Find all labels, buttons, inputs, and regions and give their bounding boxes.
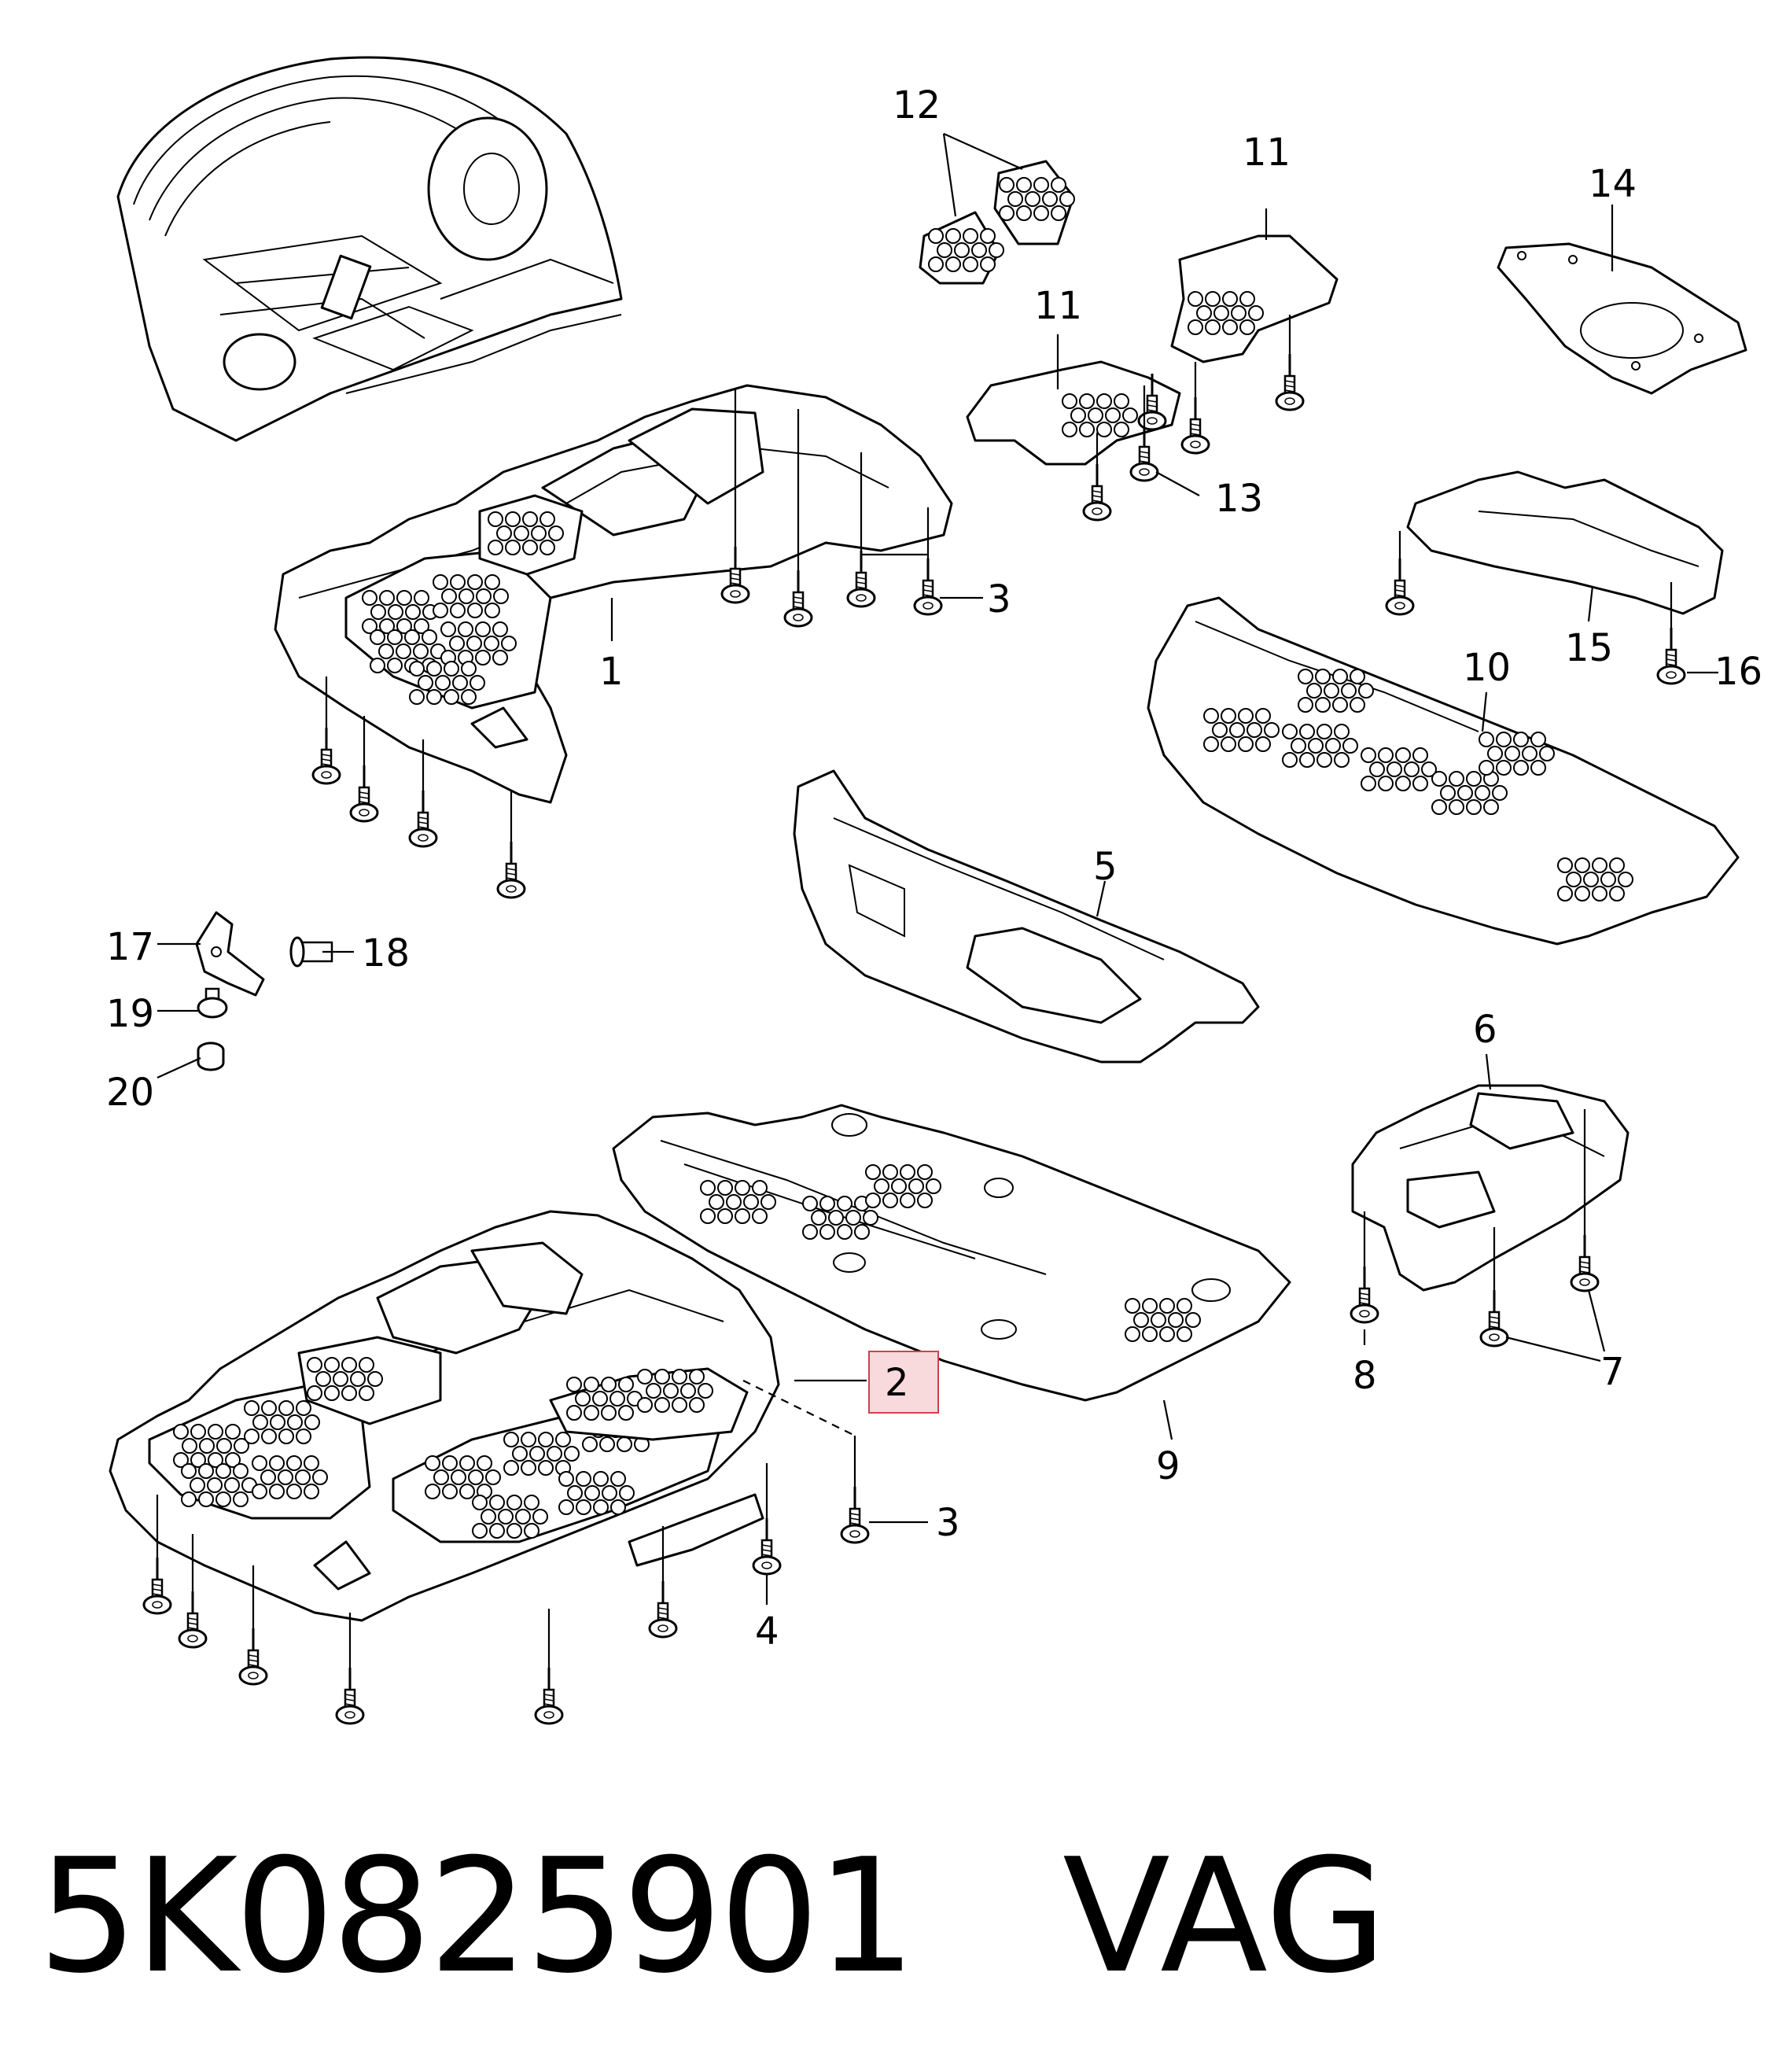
callout-7: 7: [1600, 1350, 1625, 1394]
part-number: 5K0825901: [38, 1825, 916, 2008]
callout-20: 20: [106, 1071, 154, 1115]
part-12-pads: [919, 132, 1075, 285]
part-14-bracket: [1497, 205, 1747, 395]
part-2-underbody-guard: [109, 1210, 780, 1622]
callout-5: 5: [1093, 845, 1118, 889]
callout-4: 4: [755, 1609, 779, 1654]
part-5-center-tunnel-shield: [793, 769, 1260, 1064]
callout-6: 6: [1473, 1008, 1497, 1052]
callout-3-lower: 3: [936, 1501, 960, 1545]
callout-13: 13: [1215, 477, 1263, 521]
callout-3-upper: 3: [987, 577, 1011, 621]
vehicle-front-body: [116, 56, 623, 442]
part-9-underbody-panel: [612, 1104, 1291, 1440]
callout-16: 16: [1714, 650, 1762, 694]
part-15-heat-shield: [1385, 470, 1724, 685]
callout-8: 8: [1353, 1354, 1377, 1398]
part-6-shield: [1350, 1053, 1630, 1362]
callout-2: 2: [885, 1361, 909, 1405]
callout-18: 18: [362, 931, 410, 975]
brand-name: VAG: [1062, 1825, 1387, 2008]
callout-10: 10: [1463, 646, 1511, 690]
callout-2-highlight: [868, 1351, 939, 1414]
callout-15: 15: [1565, 626, 1613, 670]
callout-labels: 1 2 3 3 4 5 6 7 8 9 10 11 11 12 13 14 15…: [106, 83, 1762, 1654]
callout-11-lower: 11: [1034, 284, 1082, 328]
part-11-heat-shield-lower: [966, 334, 1200, 522]
callout-12: 12: [893, 83, 941, 127]
fasteners-17-20: [157, 911, 354, 1079]
part-10-underbody-panel-rear: [1147, 596, 1740, 946]
callout-9: 9: [1156, 1444, 1180, 1488]
callout-11-upper: 11: [1243, 131, 1291, 175]
part-2-screws: [142, 1380, 928, 1725]
callout-19: 19: [106, 992, 154, 1036]
part-1-underbody-guard-front: [274, 384, 953, 804]
part-11-heat-shield-upper: [1170, 208, 1339, 455]
part-1-screws: [311, 389, 943, 899]
callout-14: 14: [1589, 162, 1637, 206]
callout-17: 17: [106, 925, 154, 969]
footer-caption: 5K0825901 VAG: [38, 1825, 1386, 2008]
callout-1: 1: [599, 650, 624, 694]
